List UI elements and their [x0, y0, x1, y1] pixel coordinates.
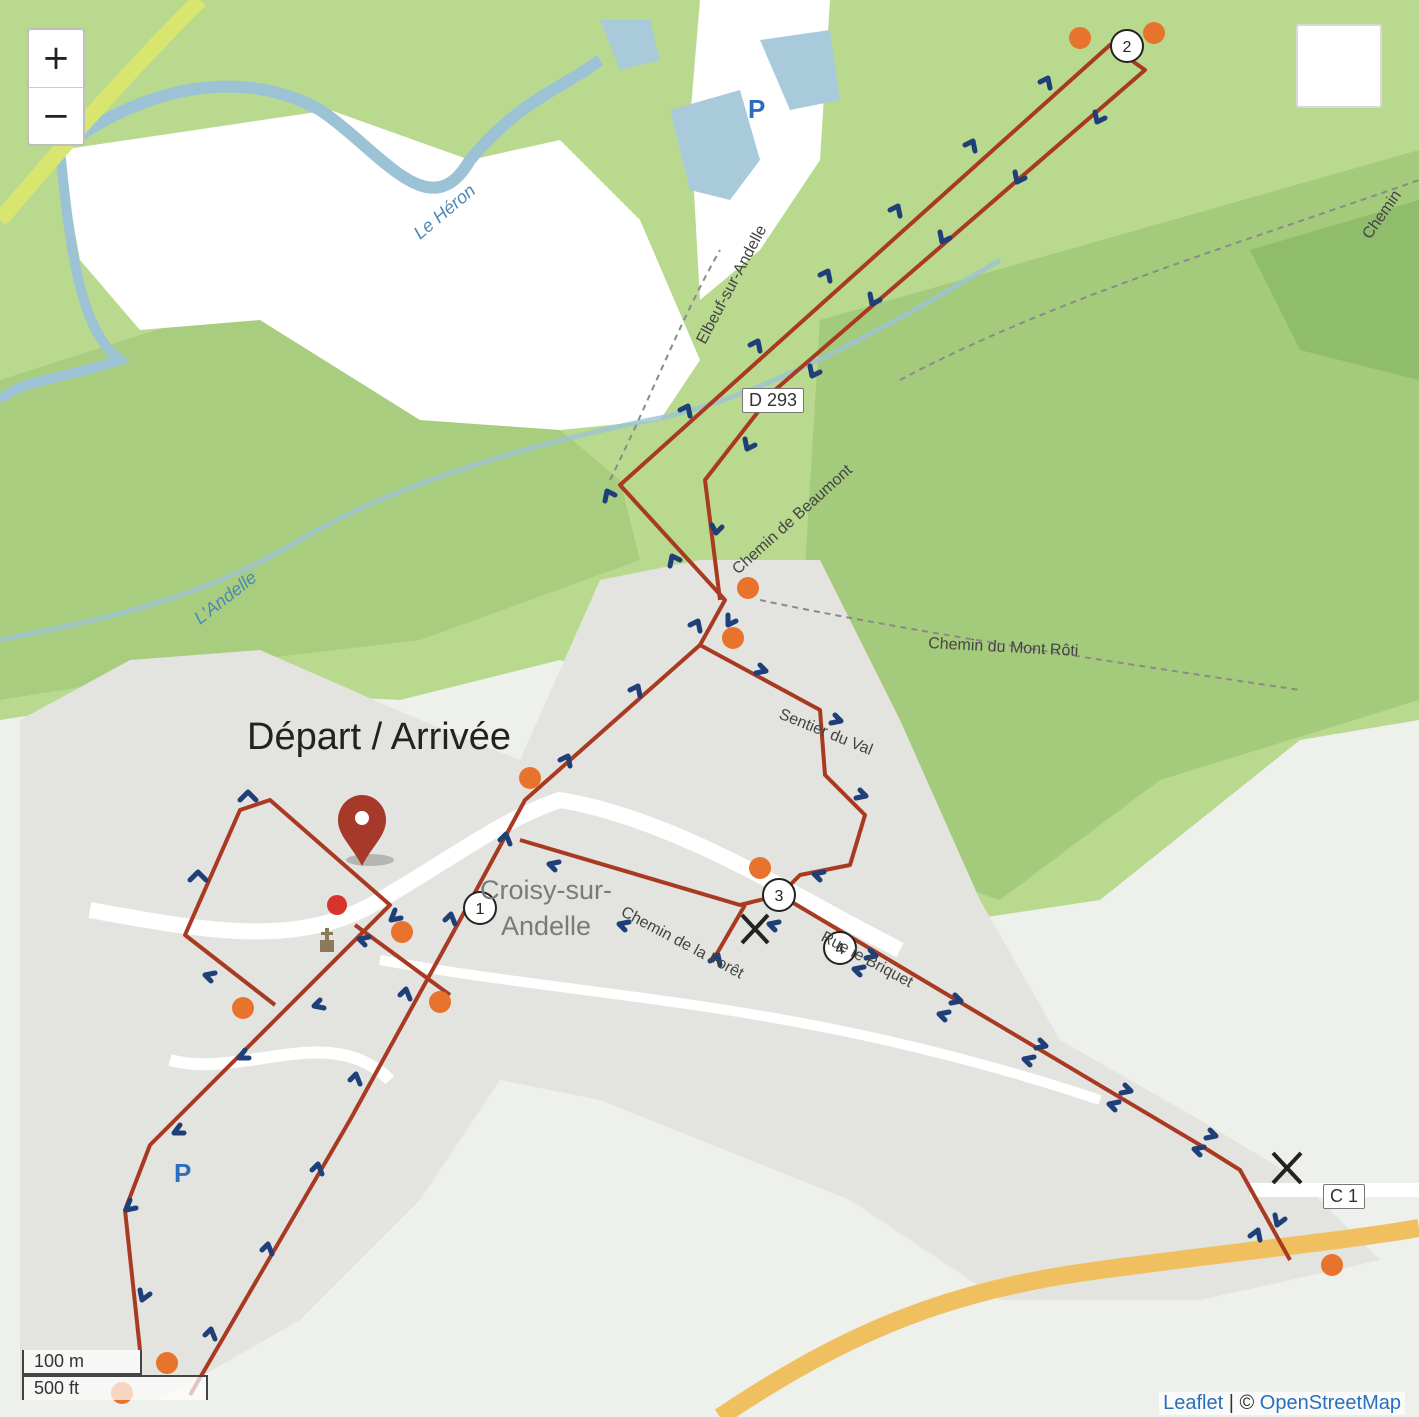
zoom-out-button[interactable]: −: [41, 96, 71, 136]
direction-arrows: [123, 75, 1288, 1342]
road-sign-d293: D 293: [742, 388, 805, 413]
village-name: Croisy-sur- Andelle: [480, 872, 612, 944]
village-name-line1: Croisy-sur-: [480, 875, 612, 905]
start-marker-icon[interactable]: [338, 795, 394, 866]
waypoint-3-label: 3: [775, 888, 784, 905]
waypoint-circles: [463, 29, 1144, 965]
zoom-in-button[interactable]: +: [29, 30, 83, 88]
red-poi-marker: [327, 895, 347, 915]
leaflet-link[interactable]: Leaflet: [1163, 1392, 1224, 1414]
closed-path-icons: [740, 913, 1303, 1185]
parking-label-north: P: [748, 94, 765, 124]
waypoint-2-label: 2: [1123, 39, 1132, 56]
waypoint-4-label: 4: [836, 941, 845, 958]
church-icon: [320, 928, 334, 952]
scale-imperial: 500 ft: [22, 1375, 208, 1400]
attribution-separator: | ©: [1223, 1392, 1260, 1414]
scale-metric: 100 m: [22, 1350, 142, 1375]
start-finish-label: Départ / Arrivée: [247, 716, 511, 758]
scale-bar: 100 m 500 ft: [22, 1350, 208, 1400]
waypoint-1-label: 1: [476, 901, 485, 918]
village-name-line2: Andelle: [500, 911, 592, 941]
osm-link[interactable]: OpenStreetMap: [1259, 1392, 1401, 1414]
parking-label-south: P: [174, 1158, 191, 1188]
zoom-control: + −: [27, 28, 85, 146]
attribution: Leaflet | © OpenStreetMap: [1159, 1392, 1405, 1415]
layers-control-button[interactable]: [1296, 24, 1382, 108]
road-sign-c1: C 1: [1323, 1184, 1366, 1209]
